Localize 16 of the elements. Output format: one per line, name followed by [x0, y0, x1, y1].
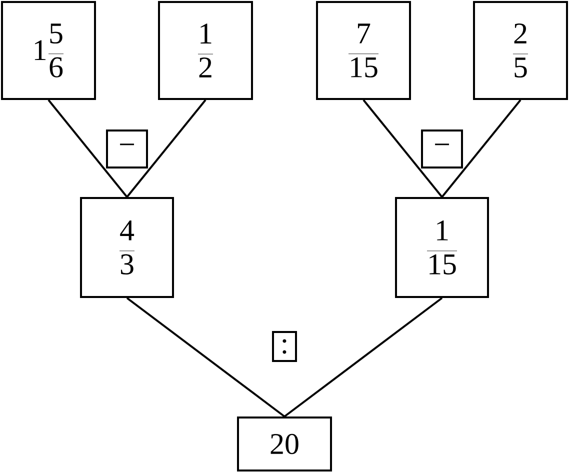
operator-box: : — [272, 331, 297, 362]
number-box: 2 5 — [473, 1, 568, 100]
connector-line — [362, 99, 443, 198]
connector-line — [284, 297, 443, 418]
number-box: 1 5 6 — [1, 1, 96, 100]
connector-line — [441, 99, 522, 198]
connector-line — [126, 297, 286, 418]
number-box: 1 15 — [395, 197, 489, 298]
number-box: 4 3 — [80, 197, 174, 298]
connector-line — [48, 99, 128, 198]
number-box: 1 2 — [158, 1, 253, 100]
number-box: 20 — [237, 416, 332, 472]
connector-line — [126, 99, 206, 198]
number-box: 7 15 — [316, 1, 411, 100]
operator-box: − — [106, 130, 148, 168]
operator-box: − — [421, 130, 463, 168]
